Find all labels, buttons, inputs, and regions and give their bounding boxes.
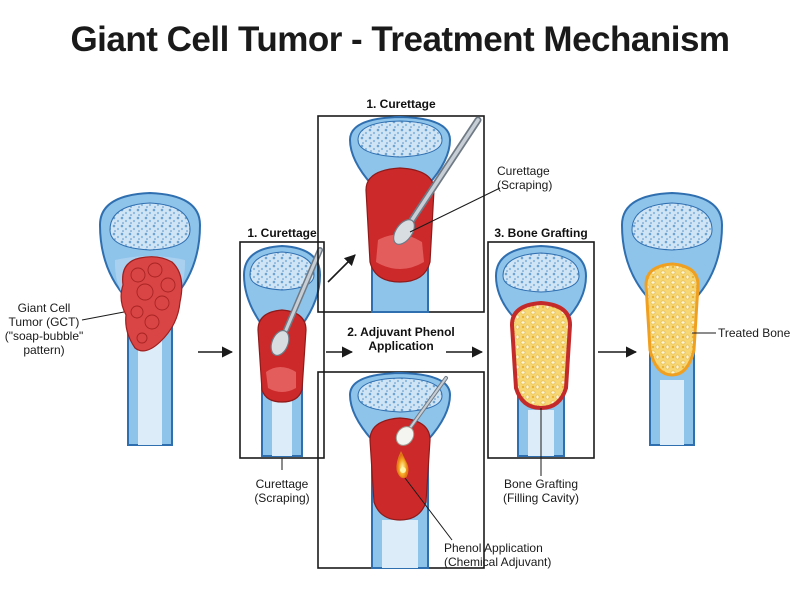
grafting-panel-title: 3. Bone Grafting — [494, 226, 588, 240]
tumor-mass — [120, 256, 183, 352]
top-curettage-panel-title: 1. Curettage — [366, 97, 436, 111]
grafting-caption: Bone Grafting (Filling Cavity) — [502, 477, 579, 505]
phenol-applicator-icon — [395, 376, 448, 446]
tumor-leader-line — [81, 311, 125, 321]
curettage-caption: Curettage (Scraping) — [254, 477, 310, 505]
phenol-leader — [404, 477, 453, 541]
curette-icon — [270, 247, 323, 357]
page-title: Giant Cell Tumor - Treatment Mechanism — [70, 20, 730, 59]
bone-curettage-left — [242, 244, 323, 457]
bone-with-tumor — [98, 191, 202, 446]
flow-arrow-up — [327, 254, 356, 283]
curettage-panel-title: 1. Curettage — [247, 226, 317, 240]
bone-phenol — [348, 371, 452, 569]
phenol-caption: Phenol Application (Chemical Adjuvant) — [444, 541, 552, 569]
bone-curettage-top — [348, 115, 482, 313]
healed-graft — [644, 262, 700, 377]
top-curettage-leader — [409, 187, 501, 233]
tumor-label: Giant Cell Tumor (GCT) ("soap-bubble" pa… — [4, 301, 84, 357]
treated-bone-label: Treated Bone — [718, 326, 791, 340]
graft-filled-cavity — [509, 300, 573, 411]
phenol-droplet-icon — [396, 451, 409, 479]
bone-grafting — [494, 244, 588, 457]
treated-bone — [620, 191, 724, 446]
top-curettage-caption: Curettage (Scraping) — [497, 164, 553, 192]
phenol-panel-title: 2. Adjuvant Phenol Application — [347, 325, 455, 353]
curette-icon — [393, 116, 482, 245]
